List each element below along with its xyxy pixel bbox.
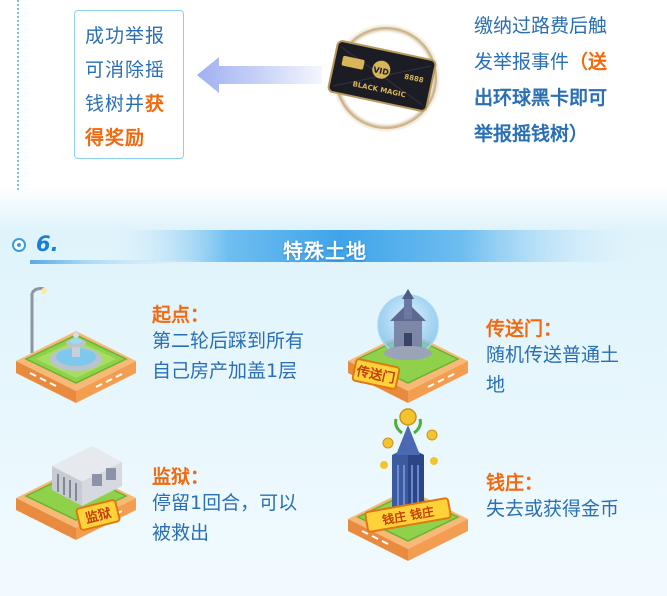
jail-badge: 监狱 bbox=[84, 505, 113, 527]
jail-desc-line-1: 停留1回合，可以 bbox=[152, 492, 298, 514]
portal-desc-line-2: 地 bbox=[486, 374, 506, 396]
start-tile-description: 第二轮后踩到所有 自己房产加盖1层 bbox=[152, 326, 304, 386]
timeline-dotted-line bbox=[17, 0, 19, 190]
toll-desc-line-2: 发举报事件（送 bbox=[474, 51, 608, 73]
report-reward-line-2: 可消除摇 bbox=[85, 59, 166, 81]
bank-tile-description: 失去或获得金币 bbox=[486, 494, 619, 524]
section-banner bbox=[30, 230, 650, 264]
left-arrow-icon bbox=[197, 57, 322, 93]
black-card-number: 8888 bbox=[404, 73, 425, 85]
section-number: 6. bbox=[36, 232, 59, 256]
start-desc-line-1: 第二轮后踩到所有 bbox=[152, 330, 305, 352]
section-marker-dot bbox=[12, 238, 26, 252]
toll-desc-line-4: 举报摇钱树） bbox=[474, 123, 589, 145]
report-reward-line-4: 得奖励 bbox=[85, 127, 146, 149]
toll-desc-line-1: 缴纳过路费后触 bbox=[474, 15, 608, 37]
section-title: 特殊土地 bbox=[283, 239, 367, 263]
portal-desc-line-1: 随机传送普通土 bbox=[486, 344, 620, 366]
jail-tile-icon: 监狱 bbox=[16, 446, 136, 540]
report-reward-box: 成功举报 可消除摇 钱树并获 得奖励 bbox=[74, 10, 184, 159]
portal-tile-label: 传送门： bbox=[486, 318, 563, 340]
portal-tile-icon: 传送门 bbox=[348, 289, 468, 403]
jail-desc-line-2: 被救出 bbox=[152, 522, 210, 544]
black-card-logo: VID bbox=[372, 65, 390, 77]
bank-desc-line-1: 失去或获得金币 bbox=[486, 498, 620, 520]
black-card-icon: VID 8888 BLACK MAGIC bbox=[327, 24, 440, 132]
bank-tile-label: 钱庄： bbox=[486, 472, 544, 494]
toll-desc-line-3: 出环球黑卡即可 bbox=[474, 87, 608, 109]
jail-tile-description: 停留1回合，可以 被救出 bbox=[152, 488, 297, 548]
toll-event-description: 缴纳过路费后触 发举报事件（送 出环球黑卡即可 举报摇钱树） bbox=[474, 8, 664, 152]
bank-tile-icon: 钱庄 钱庄 bbox=[348, 408, 468, 561]
start-tile-label: 起点： bbox=[152, 304, 210, 326]
start-desc-line-2: 自己房产加盖1层 bbox=[152, 360, 298, 382]
jail-tile-label: 监狱： bbox=[152, 466, 210, 488]
report-reward-line-3: 钱树并获 bbox=[85, 93, 166, 115]
report-reward-line-1: 成功举报 bbox=[85, 25, 166, 47]
portal-tile-description: 随机传送普通土 地 bbox=[486, 340, 619, 400]
start-tile-icon bbox=[16, 287, 136, 403]
